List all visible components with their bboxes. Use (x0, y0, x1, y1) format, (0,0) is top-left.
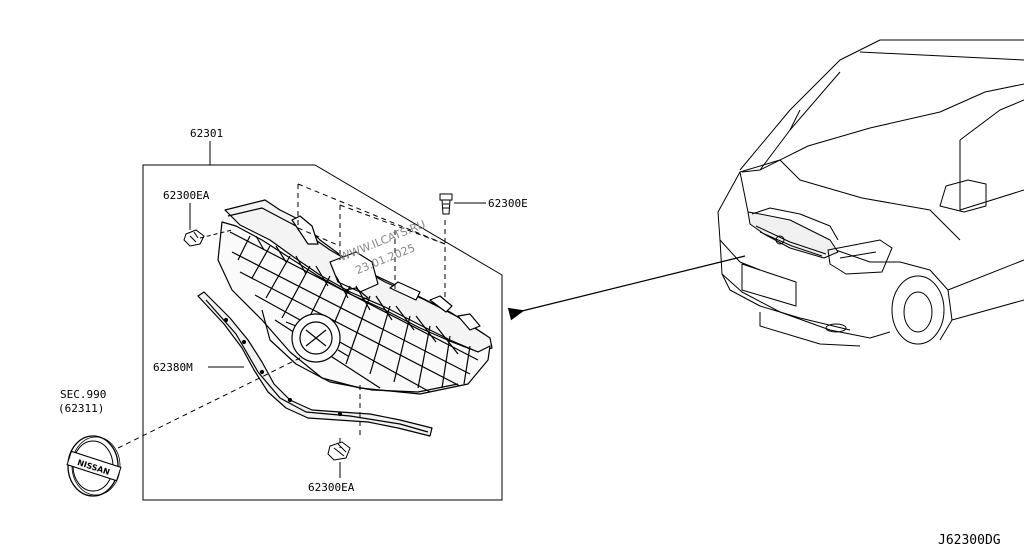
label-sec-990: SEC.990 (60, 388, 106, 401)
alignment-lines (109, 183, 446, 453)
fastener-62300e (439, 193, 453, 215)
label-62300e: 62300E (488, 197, 528, 210)
molding-strip (197, 291, 433, 437)
dash-clip-upper (199, 229, 233, 239)
label-62380m: 62380M (153, 361, 193, 374)
emblem: NISSAN (66, 435, 122, 497)
grille-assembly (217, 199, 493, 395)
clip-upper-left (183, 229, 205, 247)
label-62311: (62311) (58, 402, 104, 415)
label-62300ea-upper: 62300EA (163, 189, 210, 202)
pointer-arrow (507, 255, 746, 321)
clip-lower (327, 441, 351, 461)
parts-panel (142, 164, 503, 501)
label-62300ea-lower: 62300EA (308, 481, 355, 494)
label-62301: 62301 (190, 127, 223, 140)
diagram-code: J62300DG (938, 533, 1001, 548)
vehicle-illustration (717, 39, 1024, 347)
